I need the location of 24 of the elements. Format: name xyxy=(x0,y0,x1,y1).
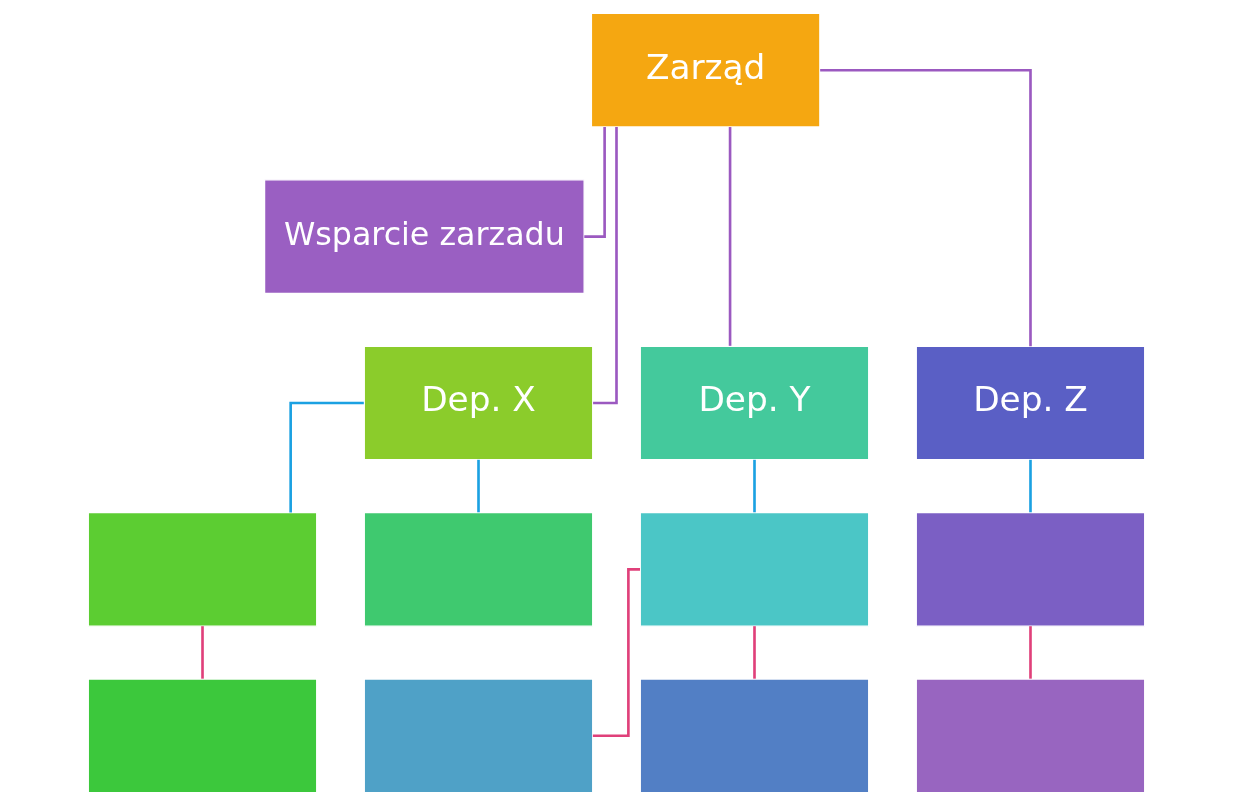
node-box xyxy=(639,511,870,627)
node-box: Zarząd xyxy=(590,12,821,128)
node-box xyxy=(87,511,318,627)
connector xyxy=(593,127,618,405)
node-box: Wsparcie zarzadu xyxy=(263,179,585,295)
connector xyxy=(728,127,732,346)
node-box: Dep. Y xyxy=(639,345,870,461)
node-box xyxy=(639,678,870,794)
node-box xyxy=(87,678,318,794)
connector xyxy=(820,68,1032,347)
node-box xyxy=(915,678,1146,794)
connector xyxy=(592,568,640,738)
node-box: Dep. Z xyxy=(915,345,1146,461)
connector xyxy=(753,459,756,513)
connector xyxy=(1029,459,1032,513)
node-box: Dep. X xyxy=(363,345,594,461)
connector xyxy=(753,626,756,679)
connector xyxy=(289,401,364,513)
node-box xyxy=(915,511,1146,627)
connector xyxy=(1029,626,1032,679)
connector xyxy=(477,459,480,513)
node-box xyxy=(363,511,594,627)
node-box xyxy=(363,678,594,794)
connector xyxy=(201,626,204,679)
